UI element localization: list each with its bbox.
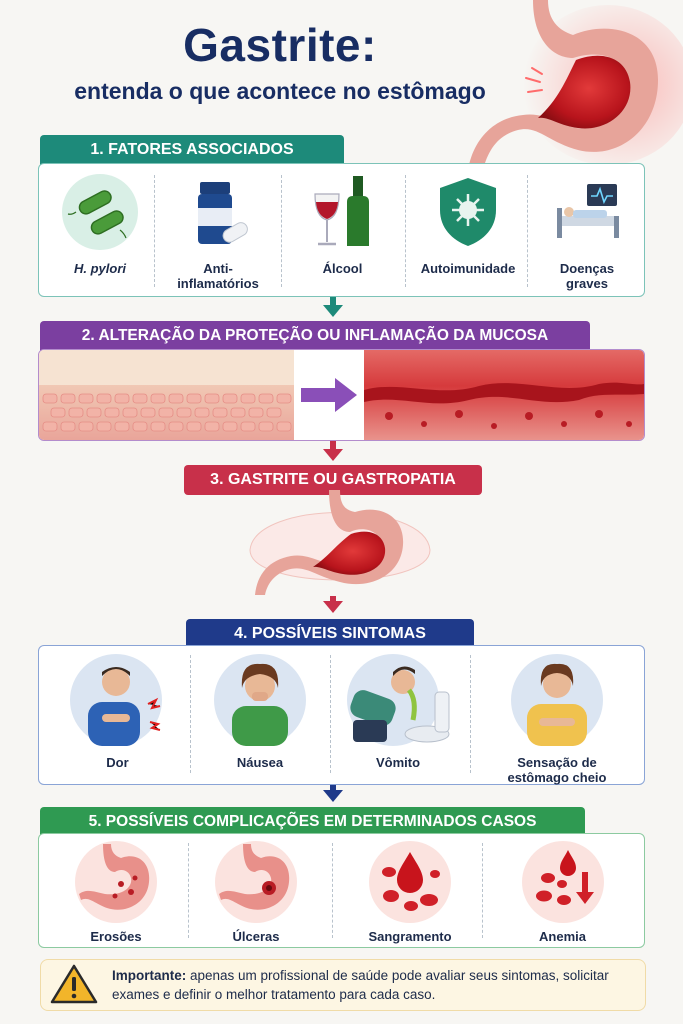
symptom-label: Náusea bbox=[236, 755, 284, 770]
shield-icon bbox=[440, 178, 496, 246]
erosion-stomach-icon bbox=[75, 841, 157, 923]
nausea-person-icon bbox=[214, 654, 306, 746]
section-symptoms-header: 4. POSSÍVEIS SINTOMAS bbox=[186, 619, 474, 649]
anemia-icon bbox=[521, 841, 604, 923]
complication-ulceras: Úlceras bbox=[200, 838, 312, 944]
page-subtitle: entenda o que acontece no estômago bbox=[74, 78, 486, 104]
blood-drops-icon bbox=[369, 841, 451, 923]
important-notice bbox=[40, 959, 646, 1011]
symptom-label: Vômito bbox=[375, 755, 421, 770]
factor-anti-inflamatorios: Anti-inflamatórios bbox=[163, 172, 273, 291]
section-factors-box bbox=[38, 163, 645, 297]
page-title: Gastrite: bbox=[183, 19, 377, 71]
notice-bold: Importante: bbox=[112, 968, 187, 983]
symptom-label: Dor bbox=[106, 755, 129, 770]
section-mucosa-box bbox=[38, 349, 645, 441]
notice-body: apenas um profissional de saúde pode ava… bbox=[112, 968, 609, 1002]
factor-alcool: Álcool bbox=[290, 172, 395, 276]
complication-label: Anemia bbox=[539, 929, 586, 944]
hospital-bed-icon bbox=[557, 184, 619, 238]
flow-arrow-icon bbox=[323, 449, 343, 461]
symptom-nausea: Náusea bbox=[200, 652, 320, 770]
symptom-vomito: Vômito bbox=[338, 652, 458, 770]
factor-h-pylori: H. pylori bbox=[50, 172, 150, 276]
complication-label: Erosões bbox=[90, 929, 142, 944]
stomach-illustration-icon bbox=[468, 0, 683, 170]
factor-label: Autoimunidade bbox=[420, 261, 516, 276]
factor-label: Anti-inflamatórios bbox=[177, 261, 259, 291]
inflamed-stomach-icon bbox=[249, 490, 431, 595]
complication-label: Úlceras bbox=[232, 929, 280, 944]
flow-arrow-icon bbox=[323, 790, 343, 802]
section-mucosa-header: 2. ALTERAÇÃO DA PROTEÇÃO OU INFLAMAÇÃO D… bbox=[40, 321, 590, 351]
mucosa-illustration-icon bbox=[39, 350, 644, 440]
pills-icon bbox=[198, 182, 248, 244]
warning-icon bbox=[50, 964, 98, 1004]
flow-arrow-icon bbox=[323, 601, 343, 613]
factor-label: Álcool bbox=[322, 261, 363, 276]
section-factors-header: 1. FATORES ASSOCIADOS bbox=[40, 135, 344, 165]
section-complications-header: 5. POSSÍVEIS COMPLICAÇÕES EM DETERMINADO… bbox=[40, 807, 585, 837]
flow-arrow-icon bbox=[323, 305, 343, 317]
complication-sangramento: Sangramento bbox=[345, 838, 475, 944]
complication-anemia: Anemia bbox=[500, 838, 625, 944]
complication-erosoes: Erosões bbox=[60, 838, 172, 944]
bacteria-icon bbox=[62, 174, 138, 250]
wine-bottle-icon bbox=[313, 176, 369, 246]
ulcer-stomach-icon bbox=[215, 841, 297, 923]
symptom-dor: Dor bbox=[55, 652, 180, 770]
factor-autoimunidade: Autoimunidade bbox=[412, 172, 524, 276]
complication-label: Sangramento bbox=[368, 929, 452, 944]
full-stomach-person-icon bbox=[511, 654, 603, 746]
notice-text: Importante: apenas um profissional de sa… bbox=[112, 966, 642, 1004]
pain-person-icon bbox=[69, 654, 162, 746]
factor-label: H. pylori bbox=[73, 261, 126, 276]
vomit-person-icon bbox=[347, 654, 450, 746]
